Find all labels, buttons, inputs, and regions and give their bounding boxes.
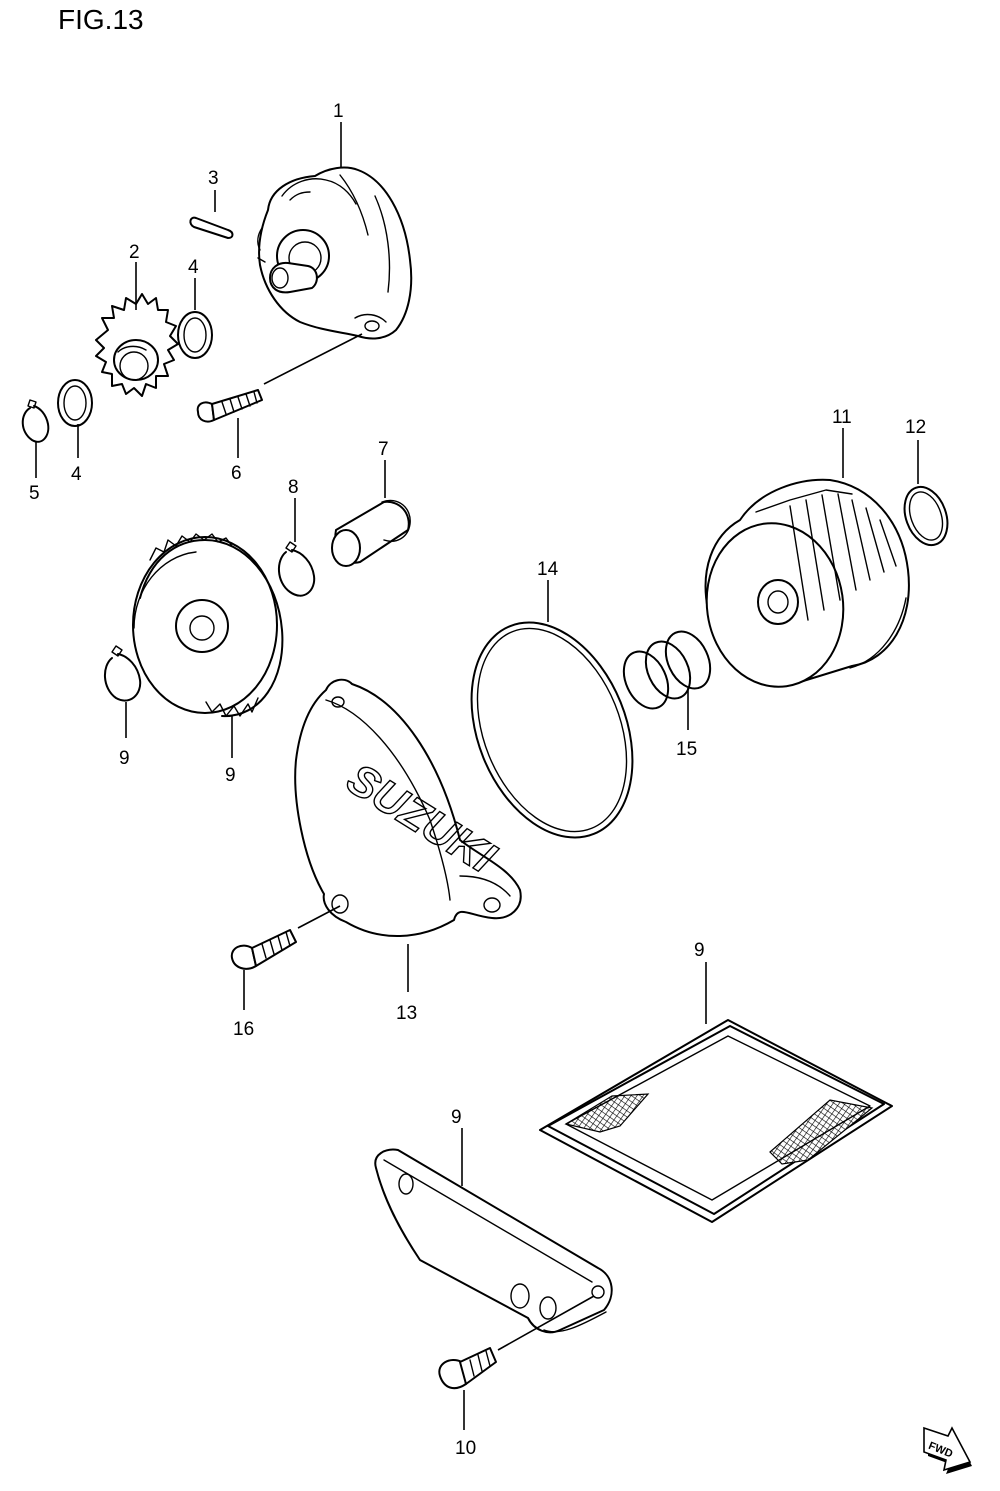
fwd-arrow-icon: FWD — [923, 1426, 972, 1474]
figure-title: FIG.13 — [58, 4, 144, 35]
callout-17: 15 — [676, 739, 697, 760]
strainer-cap — [374, 1148, 613, 1334]
callout-6: 6 — [231, 463, 242, 484]
oil-filter-cover: SUZUKI — [294, 678, 522, 938]
callout-2: 2 — [129, 242, 140, 263]
o-ring-16 — [470, 621, 634, 839]
callout-14: 12 — [905, 417, 926, 438]
callout-16: 14 — [537, 559, 559, 580]
thrust-washer-lower — [57, 379, 93, 427]
oil-filter — [704, 478, 910, 688]
pump-pin — [189, 216, 234, 239]
filter-spring — [622, 630, 712, 710]
spacer-bushing — [331, 499, 411, 567]
callout-11: 9 — [451, 1107, 462, 1128]
callout-3: 3 — [208, 168, 219, 189]
circlip-9-upper — [278, 541, 316, 597]
callout-8: 7 — [378, 439, 389, 460]
pump-drive-gear — [132, 533, 284, 718]
callout-1: 1 — [333, 101, 344, 122]
callout-15: 13 — [396, 1003, 417, 1024]
callout-7: 9 — [225, 765, 236, 786]
callout-5: 5 — [29, 483, 40, 504]
callout-13: 11 — [832, 407, 852, 428]
callout-12: 10 — [455, 1438, 476, 1459]
thrust-washer-upper — [177, 311, 213, 359]
oil-pump-body — [257, 166, 413, 340]
callout-9-upper: 8 — [288, 477, 299, 498]
strainer-cap-bolt — [438, 1347, 497, 1390]
circlip-9-lower — [104, 645, 142, 702]
callout-18: 16 — [233, 1019, 254, 1040]
callout-4-upper: 4 — [188, 257, 199, 278]
o-ring-14 — [903, 485, 949, 547]
circlip-5 — [21, 399, 50, 443]
callout-9-lower: 9 — [119, 748, 130, 769]
pump-screw — [196, 389, 263, 423]
callout-4-lower: 4 — [71, 464, 82, 485]
pump-driven-gear — [95, 293, 179, 397]
cover-bolt — [230, 929, 297, 970]
callout-10: 9 — [694, 940, 705, 961]
oil-strainer — [539, 1019, 893, 1223]
